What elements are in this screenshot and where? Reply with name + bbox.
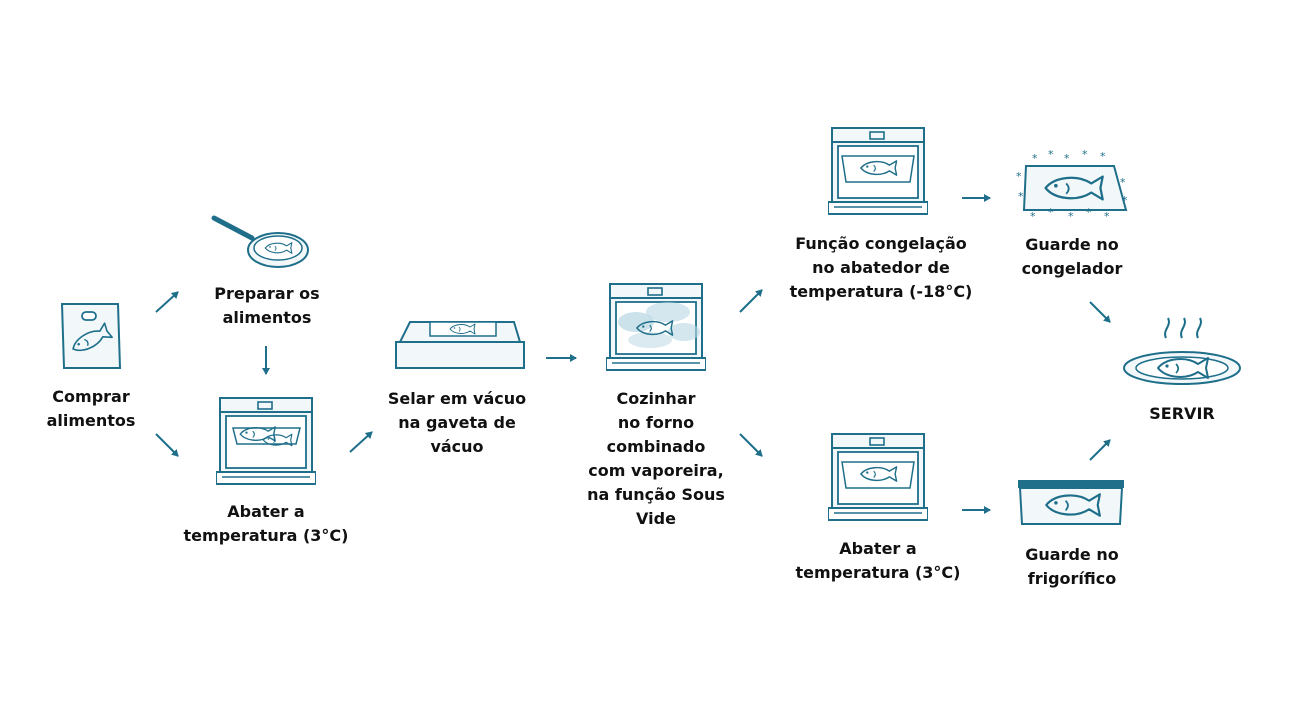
svg-text:*: * [1068,210,1074,223]
svg-text:*: * [1064,152,1070,165]
svg-text:*: * [1104,210,1110,223]
blast-chiller-oven-icon [216,397,316,485]
freeze-oven-icon [828,127,928,215]
arrow-congelador-to-servir [1089,301,1111,323]
svg-text:*: * [1086,206,1092,219]
svg-text:*: * [1100,150,1106,163]
svg-text:*: * [1120,176,1126,189]
served-fish-plate-icon [1123,317,1241,385]
svg-text:*: * [1082,148,1088,161]
frying-pan-with-fish-icon [211,215,309,268]
steam-oven-icon [606,283,706,371]
frozen-fish-tray-icon: * * * * * * * * * * * * * * [1016,148,1128,223]
arrow-frigorifico-to-servir [1089,439,1111,461]
chill-oven-icon [828,433,928,521]
vacuum-drawer-icon [395,321,525,369]
svg-text:*: * [1016,170,1022,183]
bag-with-fish-icon [60,303,122,369]
arrow-abater-to-selar [349,431,373,453]
arrow-comprar-to-abater [155,433,179,457]
fridge-container-icon [1018,480,1124,525]
arrow-cozinhar-to-abater2 [739,433,763,457]
svg-text:*: * [1030,210,1036,223]
svg-text:*: * [1018,190,1024,203]
svg-text:*: * [1048,206,1054,219]
arrow-cozinhar-to-congelacao [739,289,763,313]
svg-text:*: * [1032,152,1038,165]
arrow-comprar-to-preparar [155,291,179,313]
svg-text:*: * [1048,148,1054,161]
svg-text:*: * [1122,194,1128,207]
label-servir: SERVIR [1149,404,1215,423]
